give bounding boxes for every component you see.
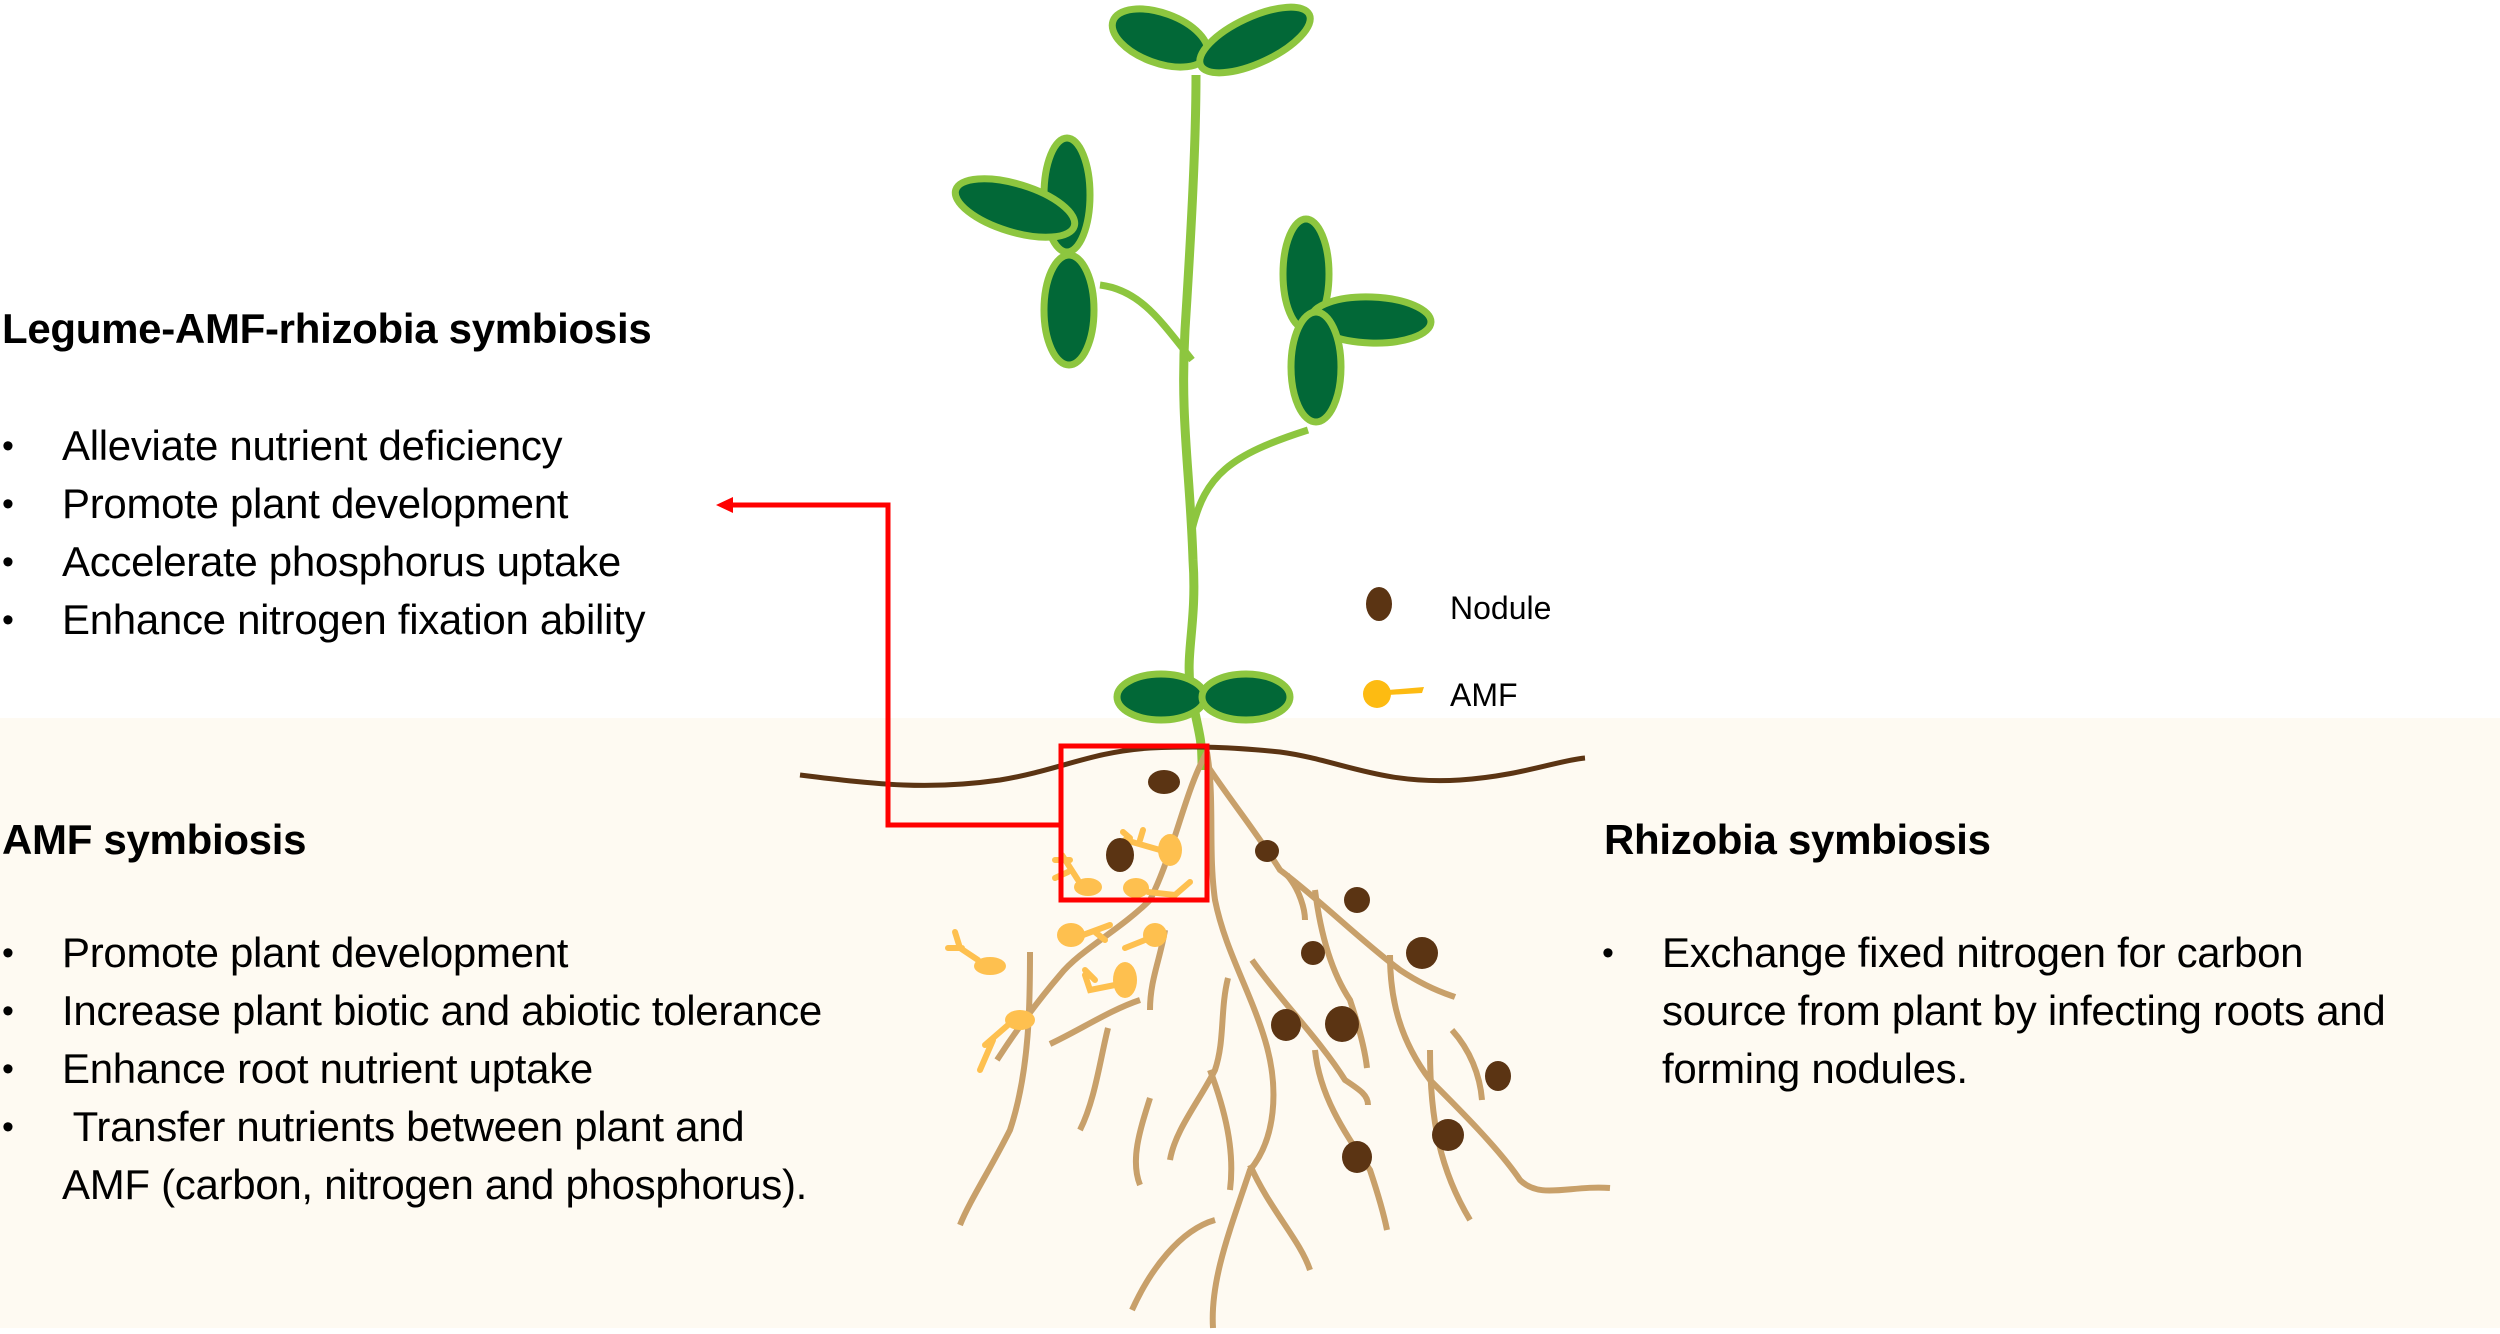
highlight-box <box>1058 743 1210 903</box>
legend-amf-label: AMF <box>1450 677 1518 713</box>
legume-benefits-list: •Alleviate nutrient deficiency •Promote … <box>0 417 645 649</box>
list-item: •Promote plant development <box>0 924 822 982</box>
nodule <box>1344 887 1370 913</box>
bullet-icon: • <box>2 601 14 639</box>
bullet-icon: • <box>2 1108 14 1146</box>
amf-section-title: AMF symbiosis <box>2 816 307 863</box>
list-item-continuation: source from plant by infecting roots and <box>1662 987 2386 1034</box>
nodule <box>1148 770 1180 794</box>
bullet-icon: • <box>2 543 14 581</box>
nodule <box>1485 1061 1511 1091</box>
nodule <box>1106 838 1134 872</box>
list-item: •Exchange fixed nitrogen for carbon <box>1600 924 2385 982</box>
list-item: •Accelerate phosphorus uptake <box>0 533 645 591</box>
roots <box>957 750 1611 1329</box>
amf-benefits-list: •Promote plant development •Increase pla… <box>0 924 822 1214</box>
nodule <box>1255 840 1279 862</box>
bullet-icon: • <box>2 934 14 972</box>
legend-amf-icon <box>1363 680 1424 708</box>
nodule <box>1432 1119 1464 1151</box>
nodules <box>1106 770 1511 1173</box>
list-item: •Enhance nitrogen fixation ability <box>0 591 645 649</box>
leaf-top-right <box>1196 3 1314 77</box>
bullet-icon: • <box>2 992 14 1030</box>
list-item: • Transfer nutrients between plant and <box>0 1098 822 1156</box>
list-item: •Enhance root nutrient uptake <box>0 1040 822 1098</box>
soil-background <box>0 718 2500 1328</box>
nodule <box>1271 1009 1301 1041</box>
leaf-cotyledon-right <box>1198 670 1294 724</box>
amf-hyphae <box>945 827 1193 1073</box>
leaf-cotyledon-left <box>1113 670 1209 724</box>
bullet-icon: • <box>2 485 14 523</box>
nodule <box>1342 1141 1372 1173</box>
nodule <box>1325 1006 1359 1042</box>
connector-arrowhead <box>716 497 733 513</box>
plant-stem <box>1179 74 1207 770</box>
plant-branch-left <box>1099 281 1195 363</box>
legume-section-title: Legume-AMF-rhizobia symbiosis <box>2 305 652 352</box>
bullet-icon: • <box>1602 934 1614 972</box>
plant-branch-right <box>1188 426 1310 531</box>
list-item-continuation: AMF (carbon, nitrogen and phosphorus). <box>62 1161 808 1208</box>
nodule <box>1406 937 1438 969</box>
connector-arrow-line <box>730 502 1061 828</box>
nodule <box>1301 941 1325 965</box>
leaf-left-bottom <box>1040 251 1098 369</box>
rhizobia-section-title: Rhizobia symbiosis <box>1604 816 1991 863</box>
leaves <box>951 3 1435 724</box>
legend-nodule-icon <box>1366 587 1392 621</box>
list-item: •Promote plant development <box>0 475 645 533</box>
rhizobia-benefits-list: •Exchange fixed nitrogen for carbon sour… <box>1600 924 2386 1098</box>
list-item-continuation: forming nodules. <box>1662 1045 1968 1092</box>
bullet-icon: • <box>2 427 14 465</box>
list-item: •Increase plant biotic and abiotic toler… <box>0 982 822 1040</box>
legend-nodule-label: Nodule <box>1450 590 1552 626</box>
bullet-icon: • <box>2 1050 14 1088</box>
leaf-right-bottom <box>1287 308 1345 426</box>
leaf-left-side <box>951 175 1079 241</box>
list-item: •Alleviate nutrient deficiency <box>0 417 645 475</box>
